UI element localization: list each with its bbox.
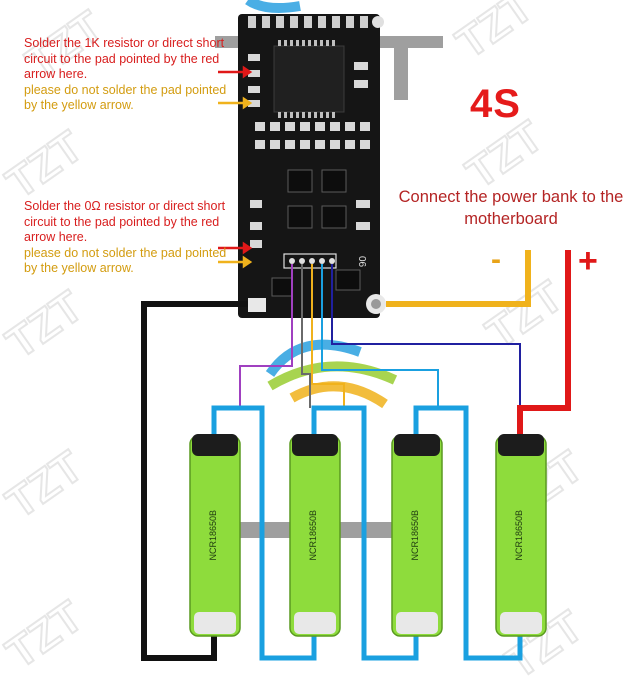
power-wires — [141, 250, 571, 661]
battery-model-label: NCR18650B — [410, 510, 420, 561]
top-solder-note: Solder the 1K resistor or direct short c… — [24, 36, 229, 114]
watermark-text: TZT — [448, 0, 542, 68]
battery-cell-4 — [495, 434, 547, 637]
watermark-text: TZT — [0, 442, 92, 528]
battery-cell-2 — [289, 434, 341, 637]
battery-model-label: NCR18650B — [208, 510, 218, 561]
pad-arrows — [218, 65, 253, 269]
bottom-note-red: Solder the 0Ω resistor or direct short c… — [24, 199, 226, 244]
power-instruction: Connect the power bank to the motherboar… — [398, 188, 624, 228]
battery-cell-3 — [391, 434, 443, 637]
top-note-red: Solder the 1K resistor or direct short c… — [24, 36, 225, 81]
minus-terminal-label: - — [491, 243, 501, 276]
top-note-yellow: please do not solder the pad pointed by … — [24, 82, 227, 113]
bottom-note-yellow: please do not solder the pad pointed by … — [24, 245, 227, 276]
bms-board — [238, 14, 386, 318]
battery-model-label: NCR18650B — [308, 510, 318, 561]
bottom-solder-note: Solder the 0Ω resistor or direct short c… — [24, 199, 229, 277]
series-label: 4S — [470, 82, 521, 126]
battery-model-label: NCR18650B — [514, 510, 524, 561]
watermark-text: TZT — [0, 122, 92, 208]
watermark-text: TZT — [0, 592, 92, 678]
battery-cell-1 — [189, 434, 241, 637]
board-code: 06 — [356, 255, 368, 268]
battery-pack — [189, 434, 547, 637]
watermark-text: TZT — [478, 272, 572, 358]
watermark-text: TZT — [0, 282, 92, 368]
plus-terminal-label: + — [578, 242, 598, 280]
balance-wires — [239, 264, 521, 408]
